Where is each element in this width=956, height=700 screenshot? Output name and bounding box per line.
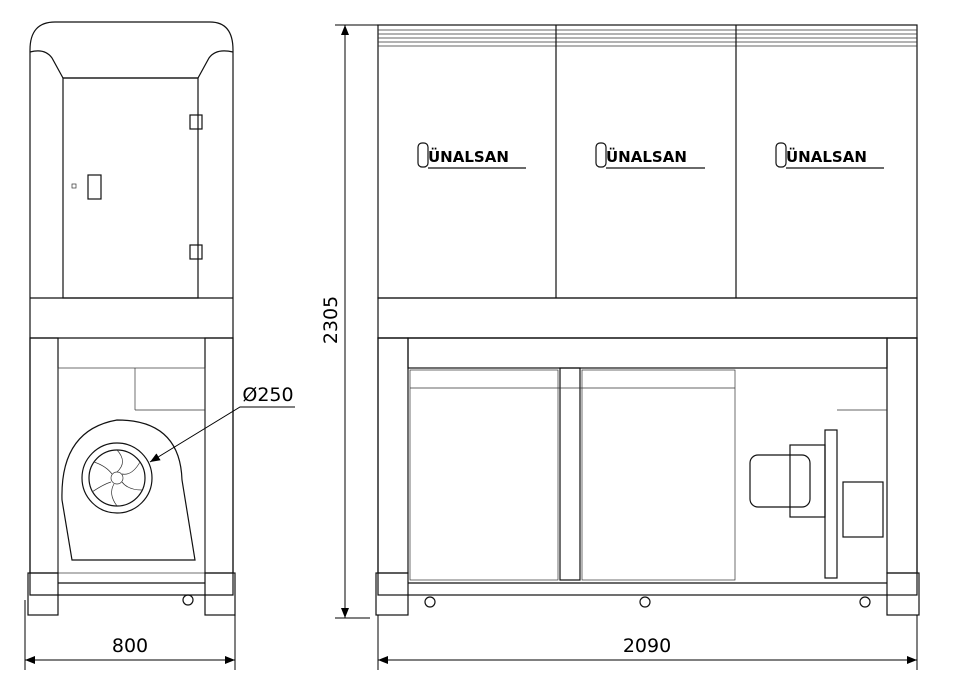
fan-outlet [81,442,153,514]
brand-text: ÜNALSAN [606,147,687,166]
brand-text: ÜNALSAN [428,147,509,166]
motor [749,454,811,508]
brand-text: ÜNALSAN [786,147,867,166]
side-view [27,21,236,616]
dimension-side-width: 800 [24,600,236,670]
brand-logo: ÜNALSAN [417,142,526,169]
dimension-label: 2090 [623,635,671,657]
dimension-label: 800 [112,635,148,657]
hinge [189,244,203,260]
dimension-height: 2305 [320,24,378,619]
brand-logo: ÜNALSAN [595,142,705,169]
dimension-label: 2305 [320,296,342,344]
brand-logo: ÜNALSAN [775,142,884,169]
hinge [189,114,203,130]
wheel [639,596,651,608]
side-door [62,77,199,299]
wheel [182,594,194,606]
dimension-front-width: 2090 [377,615,918,670]
fan-housing [61,419,196,561]
dimension-label: Ø250 [242,384,293,406]
dimension-outlet-diameter: Ø250 [149,384,295,463]
front-view: ÜNALSAN ÜNALSAN ÜNALSAN [375,24,920,616]
wheel [859,596,871,608]
wheel [424,596,436,608]
